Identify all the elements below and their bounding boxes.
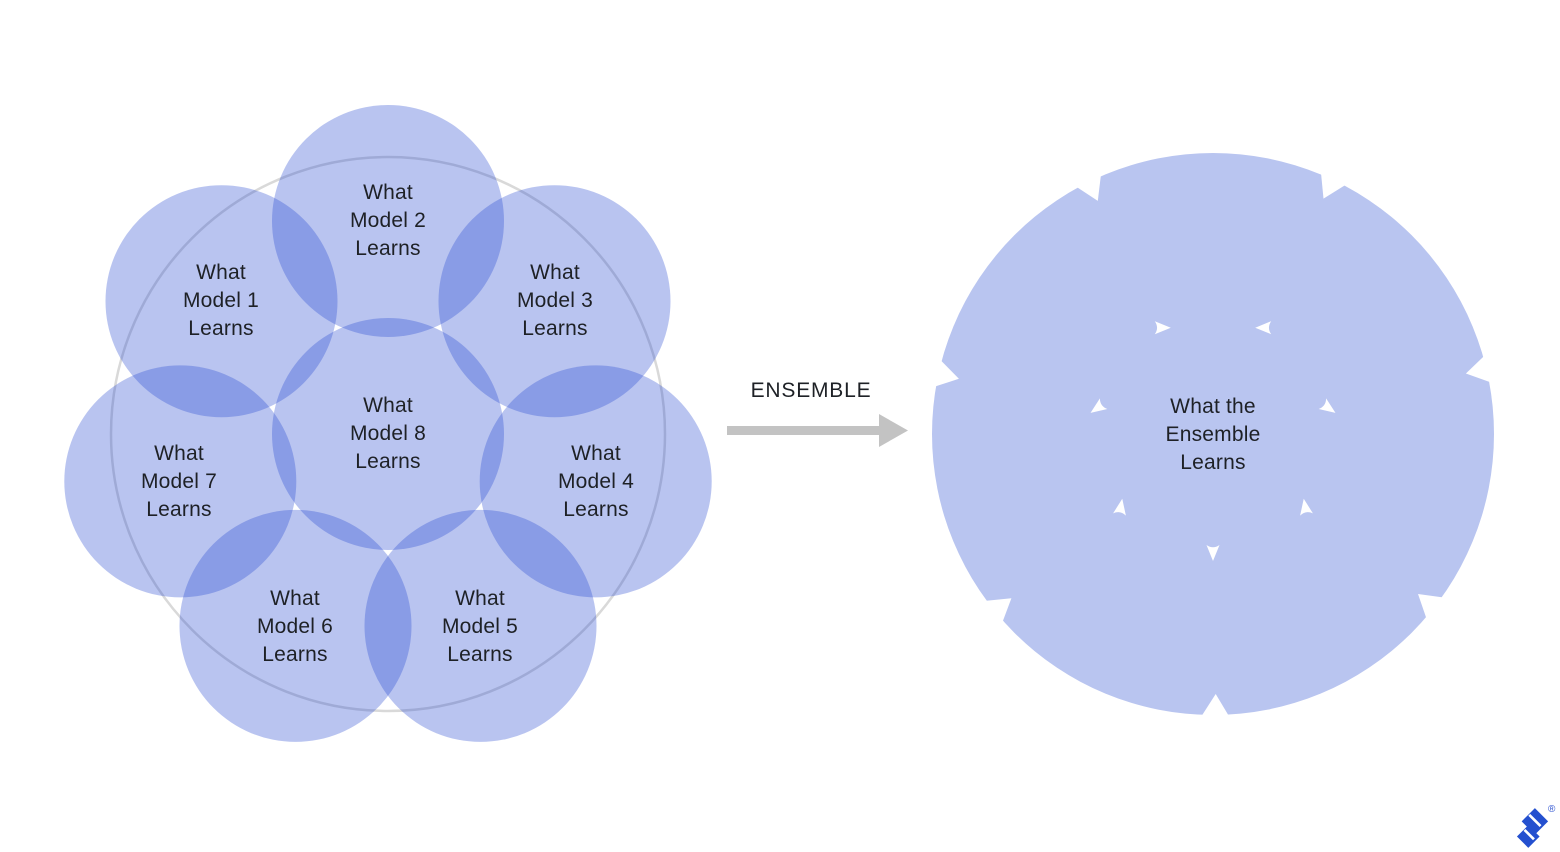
model-3-label: What Model 3 Learns — [516, 261, 594, 340]
toptal-logo-icon — [1516, 808, 1549, 848]
model-3-circle — [438, 185, 671, 418]
model-8-circle — [272, 318, 504, 550]
ensemble-blob-label: What the Ensemble Learns — [1165, 395, 1261, 474]
blob-notch — [1320, 164, 1354, 199]
model-1-circle — [105, 185, 338, 418]
model-4-circle — [479, 365, 712, 598]
gap-triangle — [1255, 321, 1272, 335]
ensemble-blob — [932, 153, 1494, 715]
model-4-label: What Model 4 Learns — [557, 442, 635, 521]
gap-triangle — [1318, 398, 1336, 413]
blob-notch — [1069, 166, 1102, 201]
model-7-label: What Model 7 Learns — [140, 442, 218, 521]
model-2-label: What Model 2 Learns — [349, 181, 427, 260]
blob-notch — [976, 598, 1012, 631]
gap-triangle — [1113, 498, 1126, 516]
model-6-label: What Model 6 Learns — [256, 587, 334, 666]
gap-triangle — [1300, 498, 1313, 516]
model-7-circle — [64, 365, 297, 598]
model-6-circle — [179, 509, 412, 742]
registered-trademark: ® — [1548, 804, 1556, 815]
blob-notch — [1196, 694, 1234, 724]
blob-notch — [1465, 349, 1499, 386]
gap-triangle — [1154, 321, 1171, 335]
model-2-circle — [272, 105, 504, 337]
gap-triangle — [1090, 398, 1108, 413]
model-5-circle — [364, 509, 597, 742]
model-5-label: What Model 5 Learns — [441, 587, 519, 666]
outer-ring — [109, 155, 667, 713]
ensemble-arrow-label: ENSEMBLE — [750, 379, 872, 402]
gap-triangle — [1206, 545, 1220, 561]
toptal-logo: ® — [1516, 804, 1560, 852]
model-8-label: What Model 8 Learns — [349, 394, 427, 473]
ensemble-arrow — [727, 414, 908, 447]
blob-notch — [926, 353, 959, 390]
model-1-label: What Model 1 Learns — [182, 261, 260, 340]
blob-notch — [1418, 594, 1452, 628]
